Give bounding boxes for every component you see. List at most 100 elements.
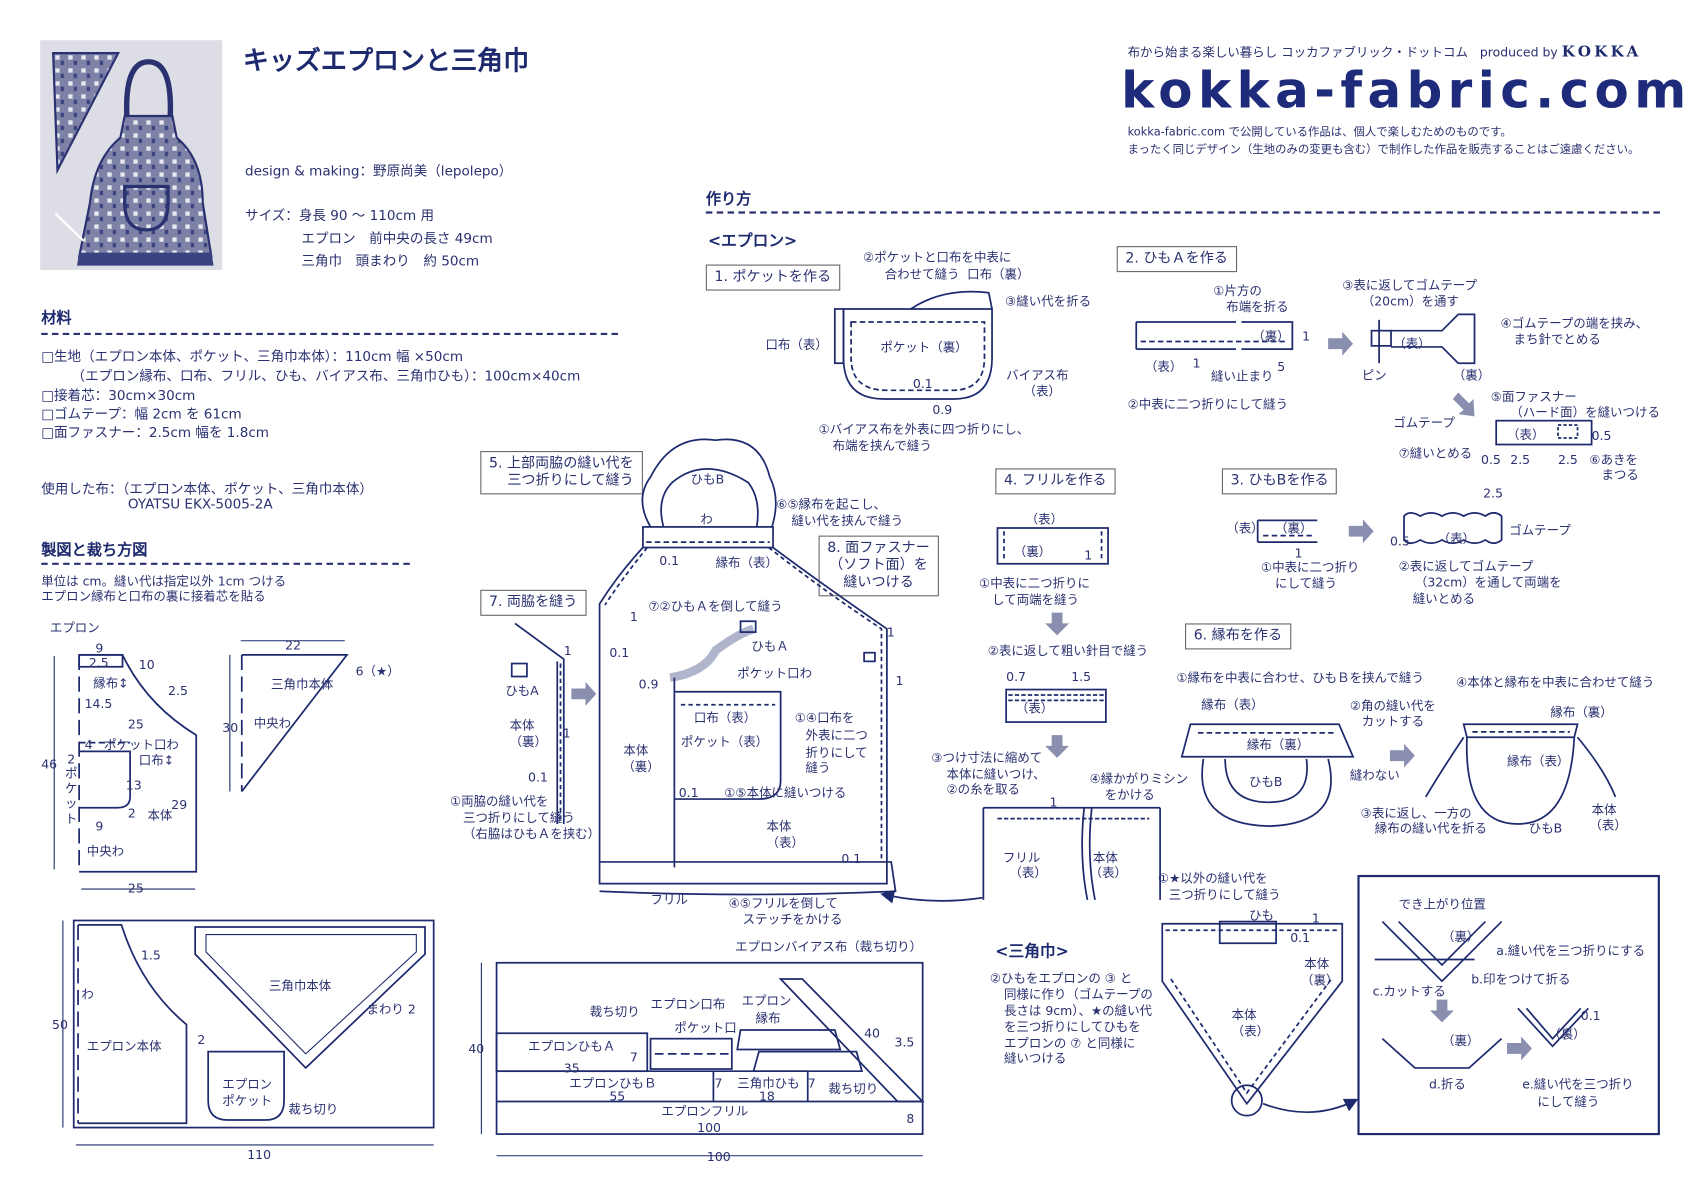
diagram-label-c2: 縁布: [755, 1010, 781, 1026]
diagram-label-d4: ②の糸を取る: [946, 781, 1021, 797]
diagram-label-dm: ①⑤本体に縫いつける: [724, 784, 847, 801]
diagram-label-d6: ①縁布を中表に合わせ、ひもＢを挟んで縫う: [1176, 670, 1424, 686]
diagram-label-d1: 布端を挟んで縫う: [832, 438, 932, 454]
site-tagline: 布から始まる楽しい暮らし コッカファブリック・ドットコム produced by…: [1128, 43, 1642, 60]
strap-a-diagram: [1135, 313, 1593, 446]
step-8-title: 8. 面ファスナー （ソフト面）を 縫いつける: [818, 535, 939, 597]
diagram-label-c2: 40: [468, 1040, 485, 1057]
diagram-label-d4: （表）: [1089, 865, 1128, 881]
diagram-label-d2: （裏）: [1452, 367, 1491, 383]
diagram-label-d2: （20cm）を通す: [1361, 293, 1459, 309]
diagram-label-dd: c.カットする: [1372, 983, 1446, 999]
diagram-label-d3: ②表に返してゴムテープ: [1398, 558, 1534, 574]
diagram-label-c1: 2: [197, 1032, 206, 1048]
step-8-line: （ソフト面）を: [829, 557, 928, 574]
diagram-label-c2: 40: [864, 1025, 880, 1041]
diagram-label-c2: エプロンひもＡ: [528, 1038, 616, 1054]
diagram-label-d7: （裏）: [509, 734, 547, 750]
apron-assembly-diagram: [598, 438, 897, 896]
diagram-label-dm: 折りにして: [805, 744, 868, 761]
notice-line: kokka-fabric.com で公開している作品は、個人で楽しむためのもので…: [1127, 125, 1512, 139]
cutting-layout-110: [62, 919, 435, 1146]
diagram-label-c1: 裁ち切り: [288, 1101, 339, 1117]
diagram-label-c1: エプロン本体: [86, 1038, 162, 1054]
diagram-label-pa: 口布↕: [138, 752, 175, 768]
diagram-label-dd: でき上がり位置: [1398, 896, 1486, 912]
diagram-label-pa: 9: [95, 640, 104, 656]
diagram-label-d6: ③表に返し、一方の: [1360, 805, 1472, 821]
step-5-title: 5. 上部両脇の縫い代を 三つ折りにして縫う: [480, 451, 643, 495]
diagram-label-d2: ①片方の: [1213, 282, 1262, 299]
frill-diagram: [982, 527, 1161, 901]
diagram-label-d3: （表）: [1226, 520, 1264, 536]
diagram-label-c2: エプロンひもＢ: [569, 1075, 657, 1091]
diagram-label-dm: （表）: [766, 834, 804, 851]
diagram-label-pa: 中央わ: [86, 843, 125, 859]
diagram-label-d3: にして縫う: [1275, 575, 1337, 591]
diagram-label-dm: 1: [629, 609, 638, 625]
diagram-label-d3: （32cm）を通して両端を: [1414, 574, 1562, 590]
side-seam-diagram: [510, 622, 565, 824]
diagram-label-d1: （表）: [1023, 383, 1061, 399]
diagram-label-d2: （表）: [1393, 336, 1431, 352]
diagram-label-d6: カットする: [1361, 713, 1425, 729]
diagram-label-pa: ポ: [65, 765, 78, 781]
diagram-label-c2: 7: [629, 1049, 638, 1065]
diagram-label-d2: ゴムテープ: [1393, 415, 1455, 431]
diagram-label-dd: d.折る: [1428, 1076, 1466, 1092]
diagram-label-d1: ③縫い代を折る: [1005, 293, 1092, 309]
detail-box: [1357, 874, 1660, 1136]
diagram-label-d2: （表）: [1507, 427, 1545, 443]
diagram-label-dd: 0.1: [1580, 1008, 1601, 1024]
diagram-label-d7: 1: [562, 725, 571, 741]
size-line: サイズ：身長 90 ～ 110cm 用: [245, 207, 435, 224]
diagram-label-d4: ③つけ寸法に縮めて: [931, 750, 1043, 766]
apron-section-heading: <エプロン>: [707, 233, 798, 251]
diagram-label-d1: 口布（裏）: [967, 266, 1030, 282]
diagram-label-pa: 4: [84, 737, 93, 753]
diagram-label-pa: 縁布↕: [93, 675, 129, 691]
drafting-heading: 製図と裁ち方図: [41, 542, 148, 560]
diagram-label-c2: 18: [758, 1088, 775, 1104]
diagram-label-dd: b.印をつけて折る: [1471, 971, 1571, 987]
diagram-label-d1: 合わせて縫う: [884, 266, 960, 282]
diagram-label-c2: エプロンバイアス布（裁ち切り）: [735, 938, 923, 955]
diagram-label-dm: 0.1: [678, 784, 699, 801]
diagram-label-dt: ひも: [1248, 907, 1274, 923]
diagram-label-d7: （右脇はひもＡを挟む）: [462, 826, 601, 842]
site-logo: kokka-fabric.com: [1121, 60, 1692, 120]
diagram-label-pa: ポケット口わ: [104, 737, 179, 753]
diagram-label-c1: エプロン: [222, 1076, 273, 1092]
note: 単位は cm。縫い代は指定以外 1cm つける: [41, 573, 287, 589]
diagram-label-d2: まち針でとめる: [1513, 331, 1601, 347]
howto-heading: 作り方: [705, 190, 752, 209]
product-photo: [40, 40, 223, 270]
material-item: □面ファスナー：2.5cm 幅を 1.8cm: [41, 423, 270, 441]
diagram-label-d1: 口布（表）: [765, 337, 828, 353]
diagram-label-pa: 2.5: [88, 654, 109, 671]
diagram-label-d2: ③表に返してゴムテープ: [1342, 277, 1477, 293]
diagram-label-d4: をかける: [1104, 787, 1155, 803]
diagram-label-d6: 縁布（裏）: [1246, 737, 1310, 753]
edge-band-diagram: [1180, 723, 1617, 828]
diagram-label-d4: 1.5: [1071, 668, 1092, 685]
diagram-label-d6: 縁布の縫い代を折る: [1374, 820, 1487, 836]
diagram-label-dm: フリル: [650, 892, 688, 908]
diagram-label-d2: 2.5: [1510, 452, 1531, 468]
diagram-label-dt: 0.1: [1290, 930, 1311, 946]
diagram-label-d1: ポケット（裏）: [880, 339, 968, 355]
diagram-label-dt: 三つ折りにして縫う: [1168, 886, 1281, 903]
diagram-label-d7: 三つ折りにして縫う: [462, 809, 575, 826]
diagram-label-d2: ④ゴムテープの端を挟み、: [1500, 315, 1649, 331]
diagram-label-d4: ②表に返して粗い針目で縫う: [987, 642, 1149, 659]
diagram-label-dt: 縫いつける: [1003, 1050, 1067, 1066]
diagram-label-c2: ポケット口: [674, 1020, 737, 1036]
note: エプロン縁布と口布の裏に接着芯を貼る: [41, 588, 266, 604]
diagram-label-d3: 2.5: [1483, 485, 1504, 501]
diagram-label-dm: 1: [886, 624, 895, 640]
triangle-scarf-diagram: [1161, 920, 1359, 1117]
diagram-label-d1: 0.1: [912, 376, 933, 392]
step-2-title: 2. ひもＡを作る: [1116, 246, 1237, 273]
